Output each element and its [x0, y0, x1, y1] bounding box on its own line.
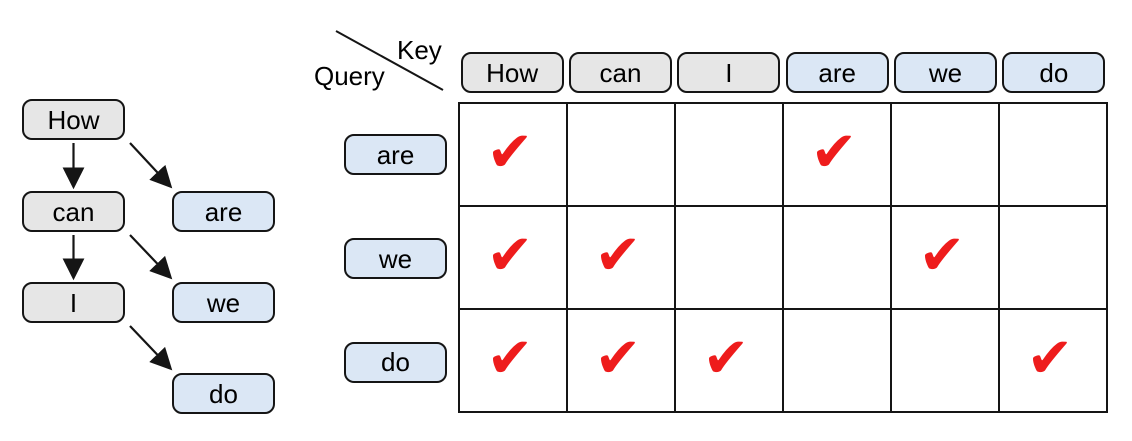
query-label-are: are: [344, 134, 447, 176]
attention-cell-we-we: ✔: [892, 207, 998, 308]
key-header-I: I: [677, 52, 781, 93]
attention-cell-we-are: [784, 207, 890, 308]
tree-node-I: I: [22, 282, 125, 323]
checkmark-icon: ✔: [594, 222, 642, 288]
attention-cell-do-can: ✔: [568, 310, 674, 411]
attention-cell-we-do: [1000, 207, 1106, 308]
checkmark-icon: ✔: [486, 325, 534, 391]
tree-node-do: do: [172, 373, 275, 414]
attention-cell-do-do: ✔: [1000, 310, 1106, 411]
attention-cell-are-do: [1000, 104, 1106, 205]
checkmark-icon: ✔: [486, 222, 534, 288]
key-header-we: we: [894, 52, 997, 93]
attention-cell-are-can: [568, 104, 674, 205]
key-header-are: are: [785, 52, 889, 93]
query-axis-label: Query: [314, 61, 385, 91]
attention-cell-do-are: [784, 310, 890, 411]
key-header-can: can: [569, 52, 672, 93]
checkmark-icon: ✔: [810, 119, 858, 185]
key-header-do: do: [1002, 52, 1106, 93]
key-header-How: How: [460, 52, 564, 93]
tree-edge-I-do: [129, 325, 173, 371]
checkmark-icon: ✔: [918, 222, 966, 288]
checkmark-icon: ✔: [594, 325, 642, 391]
tree-node-are: are: [172, 191, 275, 232]
attention-cell-are-we: [892, 104, 998, 205]
attention-cell-are-How: ✔: [460, 104, 566, 205]
attention-cell-are-I: [676, 104, 782, 205]
attention-cell-do-How: ✔: [460, 310, 566, 411]
tree-node-we: we: [172, 282, 275, 323]
tree-node-can: can: [22, 191, 125, 232]
tree-edge-How-are: [129, 142, 173, 189]
checkmark-icon: ✔: [1026, 325, 1074, 391]
checkmark-icon: ✔: [486, 119, 534, 185]
checkmark-icon: ✔: [702, 325, 750, 391]
attention-cell-we-How: ✔: [460, 207, 566, 308]
attention-cell-are-are: ✔: [784, 104, 890, 205]
query-label-do: do: [344, 341, 447, 383]
attention-grid: ✔ ✔ ✔ ✔ ✔ ✔ ✔ ✔ ✔: [458, 102, 1108, 413]
attention-cell-do-I: ✔: [676, 310, 782, 411]
attention-cell-we-can: ✔: [568, 207, 674, 308]
attention-cell-do-we: [892, 310, 998, 411]
tree-node-How: How: [22, 99, 125, 140]
query-label-we: we: [344, 238, 447, 279]
tree-edges: [62, 142, 173, 371]
key-axis-label: Key: [397, 35, 442, 65]
attention-cell-we-I: [676, 207, 782, 308]
tree-edge-can-we: [129, 234, 173, 280]
